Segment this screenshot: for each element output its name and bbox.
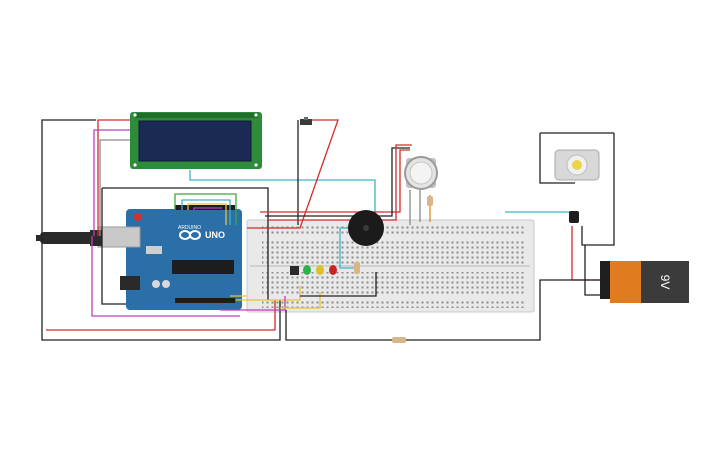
battery-icon[interactable]: 9V [600, 261, 689, 303]
usb-cable-icon[interactable] [36, 230, 102, 246]
breadboard[interactable] [246, 219, 535, 313]
wires [41, 119, 615, 341]
gas-sensor-icon[interactable] [404, 156, 438, 190]
arduino-logo: ARDUINO [178, 225, 201, 231]
resistor-icon[interactable] [427, 196, 433, 206]
arduino-uno-label: UNO [205, 230, 225, 240]
slide-switch-icon[interactable] [300, 117, 312, 125]
lcd-display-icon[interactable] [130, 112, 262, 169]
infinity-logo-icon [179, 230, 201, 240]
led-icon[interactable] [316, 265, 324, 275]
resistor-icon[interactable] [354, 262, 360, 274]
led-icon[interactable] [303, 265, 311, 275]
transistor-icon[interactable] [569, 211, 579, 223]
arduino-board-icon[interactable]: ARDUINO UNO [97, 205, 242, 310]
dc-motor-icon[interactable] [554, 149, 600, 181]
battery-label: 9V [658, 275, 672, 290]
resistor-icon[interactable] [392, 337, 406, 343]
led-group [290, 265, 337, 275]
led-icon[interactable] [290, 266, 299, 275]
led-icon[interactable] [329, 265, 337, 275]
piezo-buzzer-icon[interactable] [348, 210, 384, 246]
